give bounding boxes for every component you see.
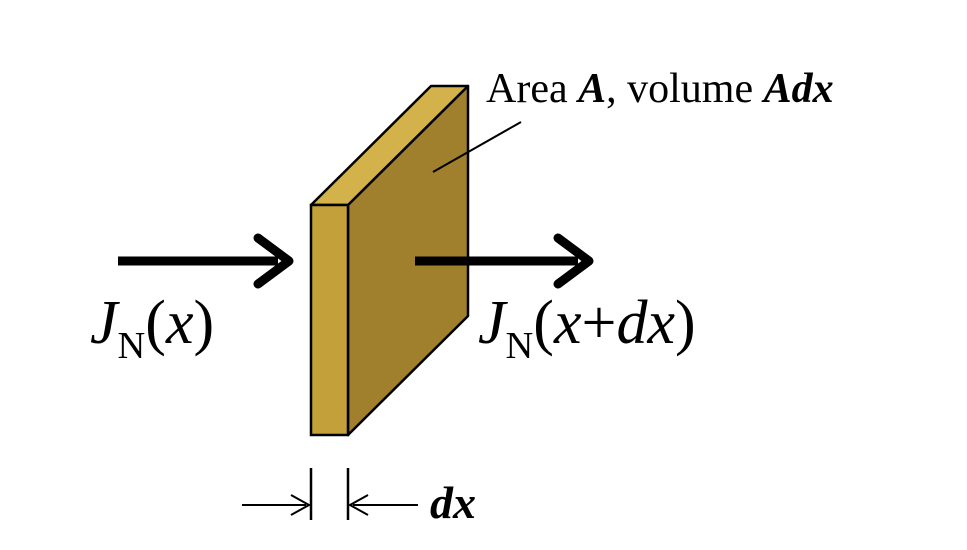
volume-text: , volume (606, 66, 764, 112)
flux-in-symbol: J (90, 289, 118, 357)
flux-in-subscript: N (117, 324, 146, 367)
flux-in-close-paren: ) (193, 289, 215, 357)
area-volume-label: Area A, volume Adx (486, 68, 834, 110)
volume-symbol: Adx (763, 66, 834, 112)
flux-out-close-paren: ) (674, 289, 696, 357)
flux-out-open-paren: ( (533, 289, 554, 357)
flux-out-subscript: N (505, 324, 534, 367)
flux-in-arg: x (165, 289, 194, 357)
flux-out-plus: + (581, 289, 617, 357)
area-prefix: Area (486, 66, 579, 112)
flux-out-arrow (415, 233, 594, 289)
area-symbol: A (578, 66, 607, 112)
flux-in-open-paren: ( (145, 289, 166, 357)
slab-front-face (309, 203, 350, 437)
flux-out-arg-dx: dx (616, 289, 675, 357)
flux-out-label: JN(x+dx) (478, 289, 696, 365)
area-leader-line (432, 121, 522, 173)
flux-out-symbol: J (478, 289, 506, 357)
flux-out-arg-x: x (553, 289, 582, 357)
thickness-label: dx (430, 477, 476, 528)
flux-in-arrow (118, 233, 294, 289)
thickness-dimension (242, 468, 418, 520)
flux-in-label: JN(x) (90, 289, 215, 365)
